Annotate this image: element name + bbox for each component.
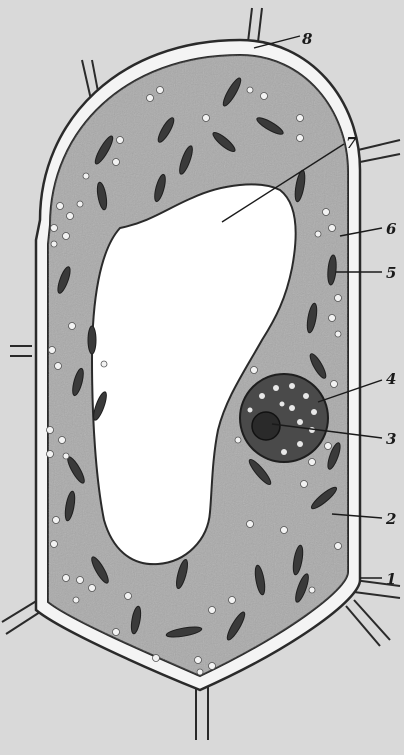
label-7: 7 xyxy=(346,134,357,152)
label-6: 6 xyxy=(386,220,397,238)
label-5: 5 xyxy=(386,264,396,282)
chloroplast xyxy=(88,326,96,354)
label-4: 4 xyxy=(386,370,396,388)
nucleolus xyxy=(252,412,280,440)
label-2: 2 xyxy=(385,510,396,528)
label-1: 1 xyxy=(386,570,396,588)
nucleus xyxy=(240,374,328,462)
label-8: 8 xyxy=(302,30,313,48)
label-3: 3 xyxy=(386,430,396,448)
